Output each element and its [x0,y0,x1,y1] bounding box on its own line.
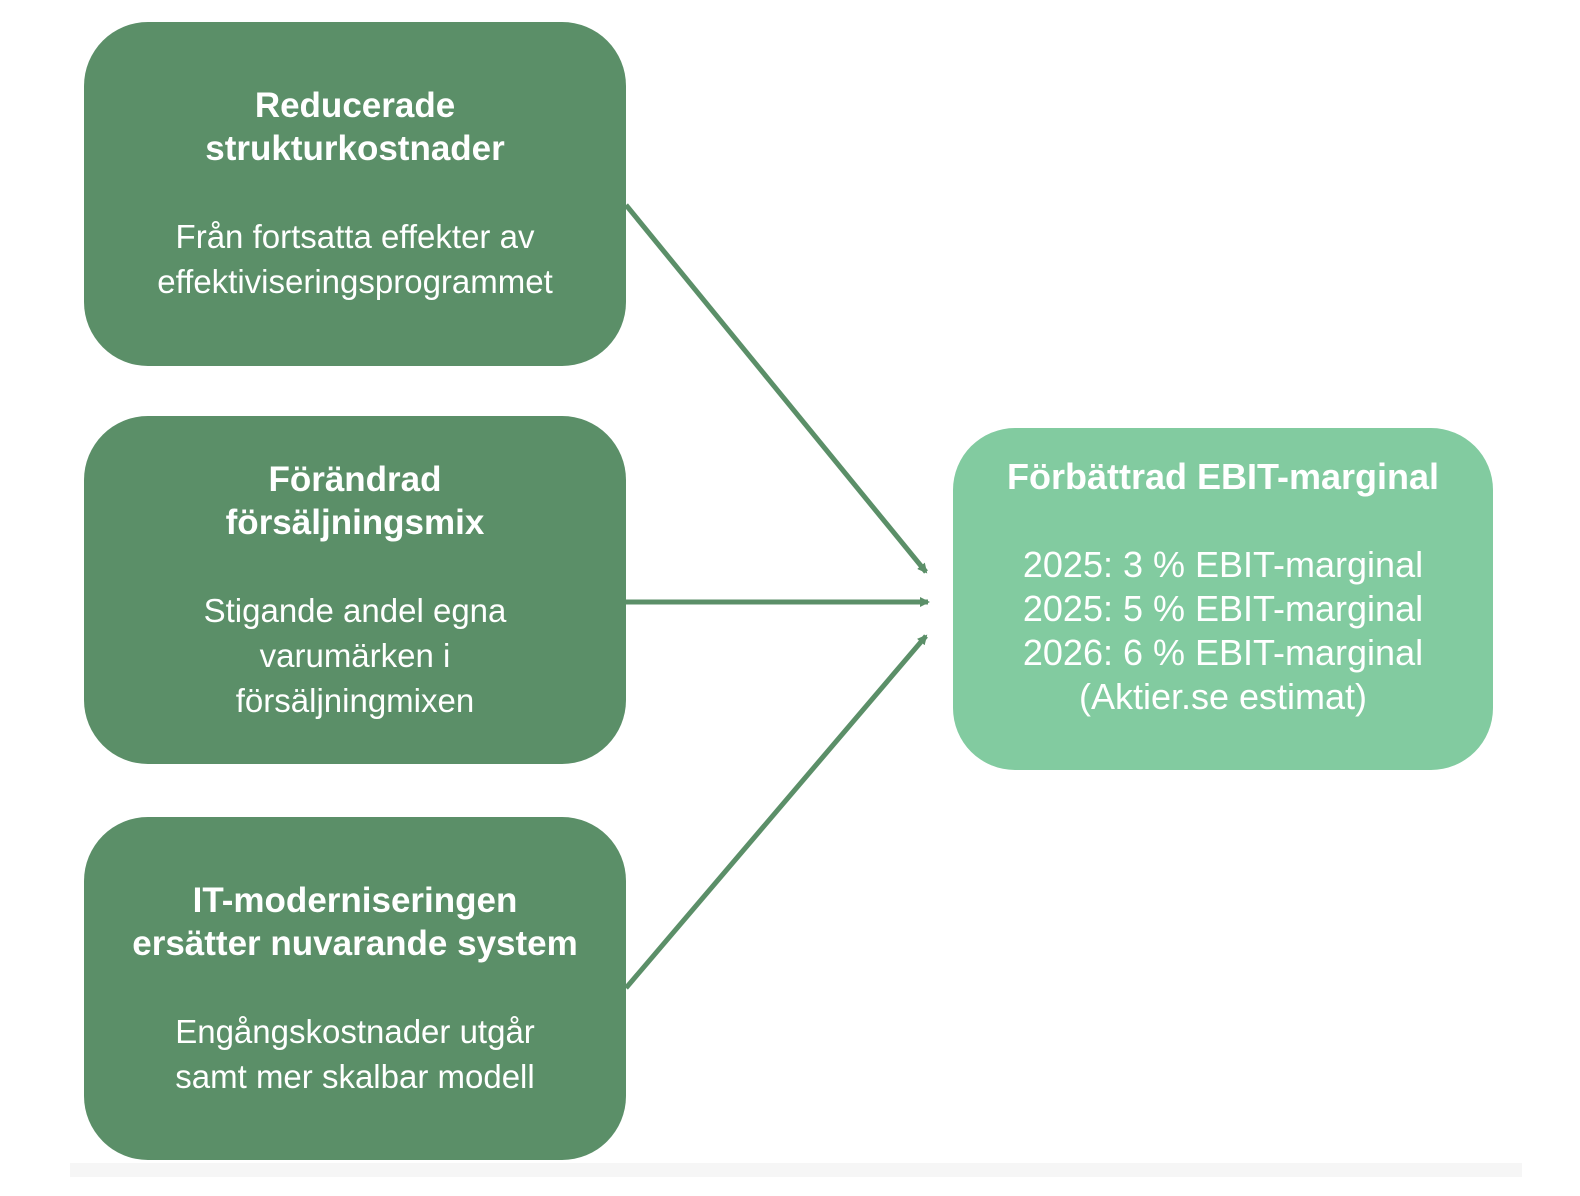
driver-description: Från fortsatta effekter av effektiviseri… [157,214,553,304]
driver-title: Förändrad försäljningsmix [226,458,485,544]
driver-title-line: IT-moderniseringen [192,880,518,920]
driver-title: Reducerade strukturkostnader [205,84,505,170]
driver-title-line: försäljningsmix [225,502,485,542]
driver-box-sales-mix: Förändrad försäljningsmix Stigande andel… [84,416,626,764]
driver-title-line: Reducerade [254,86,456,125]
driver-desc-line: effektiviseringsprogrammet [157,263,553,300]
arrow-from-driver-3 [624,634,928,990]
result-line: (Aktier.se estimat) [1078,676,1368,717]
driver-box-structural-costs: Reducerade strukturkostnader Från fortsa… [84,22,626,366]
driver-desc-line: försäljningmixen [235,681,475,719]
driver-desc-line: samt mer skalbar modell [175,1057,535,1095]
result-title: Förbättrad EBIT-marginal [1006,456,1440,497]
arrow-from-driver-1 [624,203,928,574]
driver-description: Stigande andel egna varumärken i försälj… [204,588,507,723]
driver-desc-line: Från fortsatta effekter av [175,218,535,255]
driver-title-line: Förändrad [268,459,442,499]
result-line: 2025: 3 % EBIT-marginal [1022,544,1424,585]
result-box-ebit-margin: Förbättrad EBIT-marginal 2025: 3 % EBIT-… [953,428,1493,770]
driver-title: IT-moderniseringen ersätter nuvarande sy… [132,879,578,965]
bottom-divider [70,1163,1522,1177]
driver-desc-line: Stigande andel egna [203,591,507,629]
driver-title-line: strukturkostnader [205,129,505,168]
driver-title-line: ersätter nuvarande system [132,923,578,963]
result-line: 2026: 6 % EBIT-marginal [1022,632,1424,673]
driver-desc-line: Engångskostnader utgår [175,1012,535,1050]
driver-desc-line: varumärken i [259,636,451,674]
driver-description: Engångskostnader utgår samt mer skalbar … [175,1009,535,1099]
driver-box-it-modernisation: IT-moderniseringen ersätter nuvarande sy… [84,817,626,1160]
result-estimates: 2025: 3 % EBIT-marginal 2025: 5 % EBIT-m… [1023,543,1423,719]
result-line: 2025: 5 % EBIT-marginal [1022,588,1424,629]
